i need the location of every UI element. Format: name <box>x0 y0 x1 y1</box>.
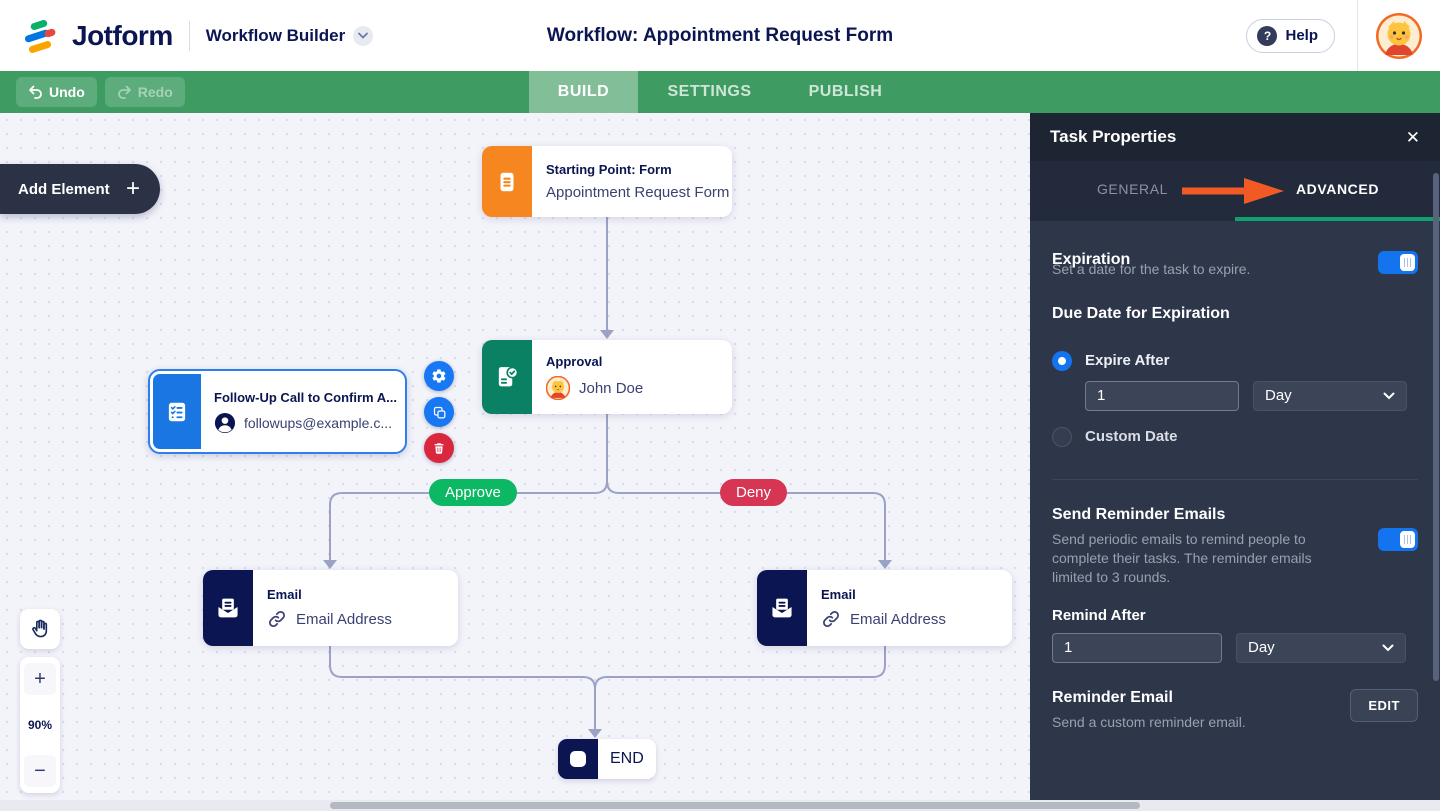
due-date-heading: Due Date for Expiration <box>1052 304 1230 322</box>
expire-after-option[interactable]: Expire After <box>1052 350 1418 371</box>
redo-icon <box>117 85 131 99</box>
workflow-connectors <box>323 217 892 738</box>
question-mark-icon: ? <box>1257 25 1278 46</box>
expire-after-value-input[interactable] <box>1085 380 1239 411</box>
expiration-heading: Expiration <box>1052 251 1131 268</box>
tab-build[interactable]: BUILD <box>529 71 638 113</box>
remind-after-heading: Remind After <box>1052 606 1146 624</box>
jotform-logo-icon <box>22 17 60 55</box>
node-type-label: Approval <box>546 354 603 369</box>
brand-name: Jotform <box>72 19 173 51</box>
reminder-heading: Send Reminder Emails <box>1052 505 1226 523</box>
custom-date-option[interactable]: Custom Date <box>1052 426 1418 447</box>
node-email-approve[interactable]: Email Email Address <box>203 570 458 646</box>
expiration-description: Set a date for the task to expire. <box>1052 261 1251 277</box>
reminder-email-description: Send a custom reminder email. <box>1052 713 1246 730</box>
chevron-down-icon[interactable] <box>353 25 374 46</box>
reminder-description: Send periodic emails to remind people to… <box>1052 530 1312 585</box>
workflow-canvas[interactable]: Add Element + Starting Point: Form Appoi… <box>0 113 1030 811</box>
hand-icon <box>32 619 48 638</box>
top-header: Workflow: Appointment Request Form Jotfo… <box>0 0 1440 71</box>
expiration-toggle[interactable] <box>1378 251 1418 274</box>
gear-icon <box>432 369 446 383</box>
branch-label-approve: Approve <box>429 479 517 506</box>
zoom-controls: + 90% − <box>20 657 60 793</box>
node-followup-selected[interactable]: Follow-Up Call to Confirm A... followups… <box>148 369 407 454</box>
remind-after-unit-select[interactable]: Day <box>1236 632 1406 663</box>
radio-selected-icon[interactable] <box>1052 350 1072 371</box>
product-name: Workflow Builder <box>205 25 346 45</box>
user-avatar[interactable] <box>1376 12 1422 59</box>
node-email-row: followups@example.c... <box>214 412 392 434</box>
link-icon <box>269 611 285 627</box>
node-starting-point[interactable]: Starting Point: Form Appointment Request… <box>482 146 732 217</box>
reminder-toggle[interactable] <box>1378 527 1418 551</box>
zoom-in-button[interactable]: + <box>24 663 56 695</box>
assignee-avatar <box>546 376 570 400</box>
add-element-button[interactable]: Add Element + <box>0 164 160 214</box>
zoom-out-button[interactable]: − <box>24 755 56 787</box>
node-title: Follow-Up Call to Confirm A... <box>214 389 397 405</box>
end-stop-icon <box>558 739 598 779</box>
node-type-label: Starting Point: Form <box>546 162 672 177</box>
zoom-level: 90% <box>27 718 53 732</box>
chevron-down-icon <box>1382 644 1394 651</box>
horizontal-scrollbar-thumb[interactable] <box>330 802 1140 809</box>
expire-after-unit-select[interactable]: Day <box>1253 380 1407 411</box>
builder-tabs: BUILD SETTINGS PUBLISH <box>529 71 910 113</box>
task-checklist-icon <box>153 374 201 449</box>
panel-body: Expiration Set a date for the task to ex… <box>1030 251 1440 731</box>
copy-icon <box>433 406 445 418</box>
node-action-buttons <box>424 361 454 463</box>
remind-after-value-input[interactable] <box>1052 632 1222 663</box>
horizontal-scrollbar[interactable] <box>0 800 1440 811</box>
product-switcher[interactable]: Workflow Builder <box>205 25 374 46</box>
help-button[interactable]: ? Help <box>1246 18 1335 53</box>
header-divider <box>1357 0 1358 71</box>
email-field-row: Email Address <box>267 609 444 629</box>
section-divider <box>1052 478 1418 480</box>
close-icon[interactable]: ✕ <box>1405 127 1420 147</box>
node-subtitle: Appointment Request Form <box>546 184 730 201</box>
undo-button[interactable]: Undo <box>16 77 97 107</box>
header-divider <box>188 20 190 51</box>
brand[interactable]: Jotform <box>0 17 173 55</box>
task-properties-panel: Task Properties ✕ GENERAL ADVANCED Expir… <box>1030 113 1440 811</box>
person-icon <box>214 412 236 433</box>
plus-icon: + <box>125 175 140 202</box>
tab-publish[interactable]: PUBLISH <box>808 83 883 100</box>
panel-title: Task Properties <box>1050 127 1177 146</box>
radio-unselected-icon[interactable] <box>1052 426 1072 447</box>
tab-advanced[interactable]: ADVANCED <box>1235 161 1440 221</box>
panel-tabs: GENERAL ADVANCED <box>1030 161 1440 221</box>
panel-scrollbar[interactable] <box>1433 173 1439 681</box>
reminder-email-heading: Reminder Email <box>1052 688 1173 706</box>
trash-icon <box>434 442 444 454</box>
node-duplicate-button[interactable] <box>424 397 454 427</box>
tab-settings[interactable]: SETTINGS <box>667 83 752 100</box>
node-approval[interactable]: Approval John Doe <box>482 340 732 414</box>
email-icon <box>203 570 253 646</box>
edit-reminder-email-button[interactable]: EDIT <box>1350 688 1418 722</box>
approval-icon <box>482 340 532 414</box>
panel-header: Task Properties ✕ <box>1030 113 1440 161</box>
tab-general[interactable]: GENERAL <box>1096 181 1169 197</box>
node-settings-button[interactable] <box>424 361 454 391</box>
assignee-row: John Doe <box>546 376 718 400</box>
form-icon <box>482 146 532 217</box>
builder-toolbar: Undo Redo BUILD SETTINGS PUBLISH <box>0 71 1440 113</box>
pan-hand-button[interactable] <box>20 609 60 649</box>
redo-button[interactable]: Redo <box>104 77 185 107</box>
branch-label-deny: Deny <box>720 479 788 506</box>
link-icon <box>823 611 839 627</box>
node-email-deny[interactable]: Email Email Address <box>757 570 1012 646</box>
email-field-row: Email Address <box>821 609 998 629</box>
node-end[interactable]: END <box>558 739 656 779</box>
node-delete-button[interactable] <box>424 433 454 463</box>
email-icon <box>757 570 807 646</box>
chevron-down-icon <box>1383 392 1395 400</box>
undo-icon <box>29 85 42 99</box>
